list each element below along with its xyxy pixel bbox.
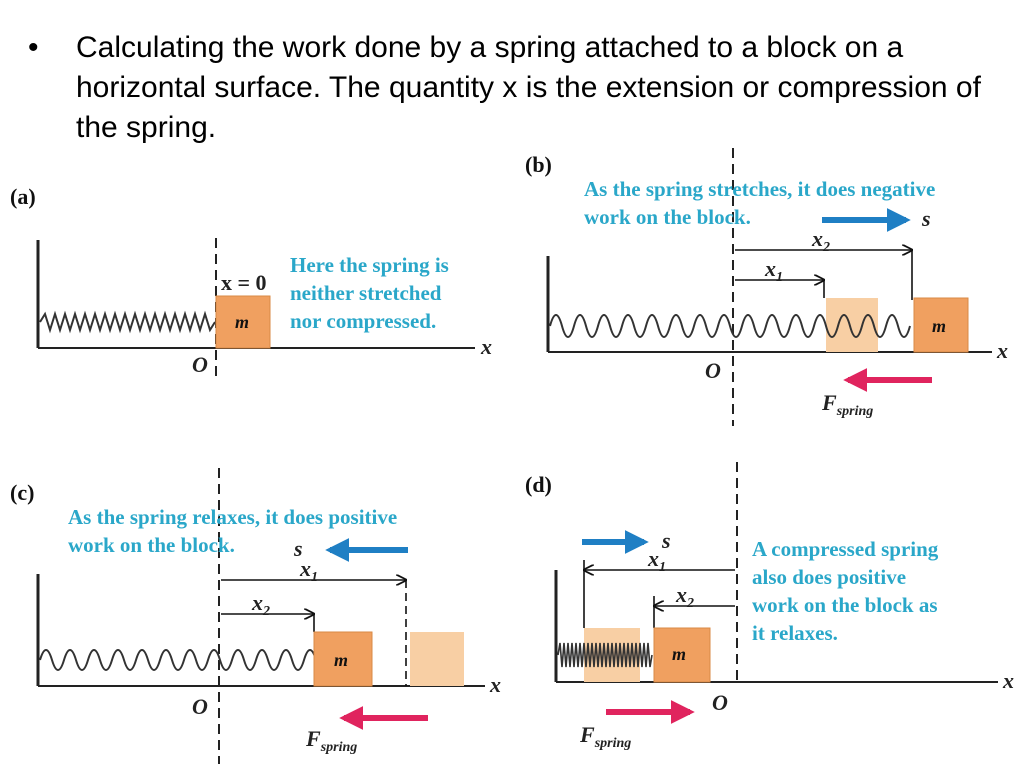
panel-d: (d) x O s x1 x2 m A compressed spring al… — [525, 462, 1014, 751]
panel-b-caption-line-1: As the spring stretches, it does negativ… — [584, 177, 935, 201]
panel-a-label: (a) — [10, 184, 36, 209]
panel-a-caption-line-3: nor compressed. — [290, 309, 436, 333]
panel-a-mass-label: m — [235, 312, 249, 332]
panel-b-x2-label: x2 — [811, 226, 830, 255]
panel-a-axis-label: x — [480, 334, 492, 359]
panel-a: (a) x O x = 0 m Here the spring is neith… — [10, 184, 492, 378]
panel-b-x1-label: x1 — [764, 256, 783, 285]
panel-b-caption-line-2: work on the block. — [584, 205, 751, 229]
panel-a-caption-line-2: neither stretched — [290, 281, 442, 305]
panel-c-s-label: s — [293, 536, 303, 561]
panel-c-caption-line-1: As the spring relaxes, it does positive — [68, 505, 397, 529]
bullet-marker: • — [28, 31, 39, 64]
bullet-text: Calculating the work done by a spring at… — [76, 31, 981, 144]
panel-b-mass-label: m — [932, 316, 946, 336]
panel-d-force-label: Fspring — [579, 722, 631, 751]
panel-a-caption-line-1: Here the spring is — [290, 253, 449, 277]
panel-d-spring — [557, 642, 653, 668]
panel-c-x2-label: x2 — [251, 590, 270, 619]
panel-d-origin-label: O — [712, 690, 728, 715]
panel-d-x1-label: x1 — [647, 546, 666, 575]
panel-c-spring — [39, 649, 337, 671]
panel-d-axis-label: x — [1002, 668, 1014, 693]
panel-b-s-label: s — [921, 206, 931, 231]
panel-c-origin-label: O — [192, 694, 208, 719]
panel-a-origin-label: O — [192, 352, 208, 377]
panel-d-block — [653, 627, 711, 683]
panel-c-force-label: Fspring — [305, 726, 357, 755]
panel-c-ghost-block — [410, 632, 464, 686]
panel-c-x1-label: x1 — [299, 556, 318, 585]
panel-d-caption-line-1: A compressed spring — [752, 537, 939, 561]
panel-c-mass-label: m — [334, 650, 348, 670]
panel-c-axis-label: x — [489, 672, 501, 697]
panel-a-block — [215, 295, 271, 349]
panel-b-force-label: Fspring — [821, 390, 873, 419]
panel-c-label: (c) — [10, 480, 34, 505]
panel-c-caption-line-2: work on the block. — [68, 533, 235, 557]
panel-b-label: (b) — [525, 152, 552, 177]
panel-d-label: (d) — [525, 472, 552, 497]
panel-d-caption-line-3: work on the block as — [752, 593, 938, 617]
panel-d-caption-line-4: it relaxes. — [752, 621, 838, 645]
panel-c: (c) x O As the spring relaxes, it does p… — [10, 468, 501, 764]
panel-b-ghost-block — [826, 298, 878, 352]
panel-b-axis-label: x — [996, 338, 1008, 363]
panel-a-x-equals-zero: x = 0 — [221, 270, 267, 295]
panel-a-spring — [39, 310, 216, 334]
panel-d-x2-label: x2 — [675, 582, 694, 611]
panel-b-spring — [549, 314, 911, 338]
panel-c-block — [313, 631, 373, 687]
panel-d-s-label: s — [661, 528, 671, 553]
panel-d-caption-line-2: also does positive — [752, 565, 906, 589]
panel-b: (b) x O As the spring stretches, it does… — [525, 148, 1008, 426]
panel-b-block — [913, 297, 969, 353]
panel-d-mass-label: m — [672, 644, 686, 664]
panel-b-origin-label: O — [705, 358, 721, 383]
